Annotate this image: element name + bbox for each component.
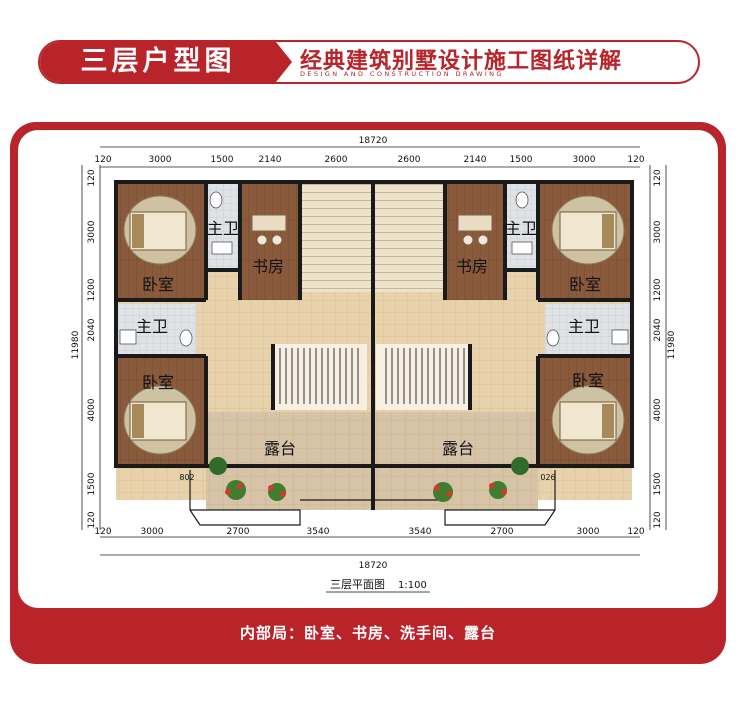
stairwell-right <box>376 344 470 410</box>
dim-bottom-1: 2700 <box>227 527 250 537</box>
page-subtitle-en: DESIGN AND CONSTRUCTION DRAWING <box>300 70 504 78</box>
walls <box>114 180 634 510</box>
room-label-study-left: 书房 <box>252 257 284 276</box>
dim-total-width-top: 18720 <box>359 136 388 146</box>
dim-total-width-bottom: 18720 <box>359 561 388 571</box>
dim-right-1: 3000 <box>653 220 663 243</box>
room-label-bedroom-tl: 卧室 <box>142 275 174 294</box>
dim-bottom-edge-left: 120 <box>94 527 111 537</box>
room-label-terrace-right: 露台 <box>442 439 474 458</box>
dim-bottom-0: 3000 <box>141 527 164 537</box>
dim-top-6: 2140 <box>464 155 487 165</box>
bed-br <box>551 385 625 455</box>
dim-left-0: 120 <box>87 169 97 186</box>
dim-small-left: 802 <box>179 473 194 482</box>
dim-top-0: 120 <box>94 155 111 165</box>
plan-caption-title: 三层平面图 <box>330 578 385 591</box>
room-label-bath-mr: 主卫 <box>568 317 600 336</box>
dim-total-height-right: 11980 <box>667 330 677 359</box>
stairwell-left <box>273 344 367 410</box>
dim-left-2: 1200 <box>87 278 97 301</box>
dim-small-right: 026 <box>540 473 555 482</box>
study-floor-left <box>240 182 300 300</box>
dim-left-1: 3000 <box>87 220 97 243</box>
study-floor-right <box>445 182 505 300</box>
room-label-bedroom-br: 卧室 <box>572 371 604 390</box>
room-labels: 卧室 卧室 卧室 卧室 主卫 主卫 主卫 主卫 书房 书房 露台 露台 <box>136 219 604 458</box>
page-title: 三层户型图 <box>40 42 292 82</box>
stair-railings <box>279 348 465 404</box>
dim-right-4: 4000 <box>653 398 663 421</box>
bath-fixtures <box>119 191 629 347</box>
room-label-bath-ml: 主卫 <box>136 317 168 336</box>
room-label-bedroom-bl: 卧室 <box>142 373 174 392</box>
beds <box>123 195 625 455</box>
dimension-text: 18720 120 3000 1500 2140 2600 2600 2140 … <box>94 136 644 571</box>
page-subtitle: 经典建筑别墅设计施工图纸详解 <box>300 49 623 74</box>
dim-top-8: 3000 <box>573 155 596 165</box>
plan-caption-scale: 1:100 <box>398 580 427 591</box>
room-label-study-right: 书房 <box>456 257 488 276</box>
dim-right-2: 1200 <box>653 278 663 301</box>
dim-right-5: 1500 <box>653 472 663 495</box>
study-desks <box>251 214 493 246</box>
dim-top-7: 1500 <box>510 155 533 165</box>
bath-floor-mr <box>545 304 632 354</box>
terrace-plants <box>209 457 529 502</box>
dim-left-4: 4000 <box>87 398 97 421</box>
bath-floor-ml <box>116 304 196 354</box>
bed-tr <box>551 195 625 265</box>
dim-top-5: 2600 <box>398 155 421 165</box>
plan-caption: 三层平面图 1:100 <box>326 578 430 593</box>
page-header: 三层户型图 经典建筑别墅设计施工图纸详解 DESIGN AND CONSTRUC… <box>38 40 700 84</box>
dim-left-6: 120 <box>87 511 97 528</box>
dim-right-6: 120 <box>653 511 663 528</box>
room-label-bedroom-tr: 卧室 <box>569 275 601 294</box>
vertical-dimension-text: 120 3000 1200 2040 4000 1500 120 11980 1… <box>71 169 677 528</box>
footer-summary: 内部局：卧室、书房、洗手间、露台 <box>239 624 496 642</box>
dim-top-3: 2140 <box>259 155 282 165</box>
bed-tl <box>123 195 197 265</box>
stair-right <box>374 182 445 292</box>
dim-bottom-2: 3540 <box>307 527 330 537</box>
dim-right-0: 120 <box>653 169 663 186</box>
bed-bl <box>123 385 197 455</box>
dim-top-4: 2600 <box>325 155 348 165</box>
dim-bottom-4: 2700 <box>491 527 514 537</box>
dim-left-5: 1500 <box>87 472 97 495</box>
dim-bottom-3: 3540 <box>409 527 432 537</box>
dim-bottom-5: 3000 <box>577 527 600 537</box>
dim-total-height-left: 11980 <box>71 330 81 359</box>
dim-bottom-edge-right: 120 <box>627 527 644 537</box>
room-label-terrace-left: 露台 <box>264 439 296 458</box>
dim-top-1: 3000 <box>149 155 172 165</box>
dimension-lines <box>81 146 667 556</box>
dim-top-9: 120 <box>627 155 644 165</box>
room-label-bath-tl: 主卫 <box>207 219 239 238</box>
dim-right-3: 2040 <box>653 318 663 341</box>
terrace-parapet <box>189 470 556 526</box>
dim-left-3: 2040 <box>87 318 97 341</box>
stair-left <box>300 182 372 292</box>
dim-top-2: 1500 <box>211 155 234 165</box>
room-label-bath-tr: 主卫 <box>505 219 537 238</box>
